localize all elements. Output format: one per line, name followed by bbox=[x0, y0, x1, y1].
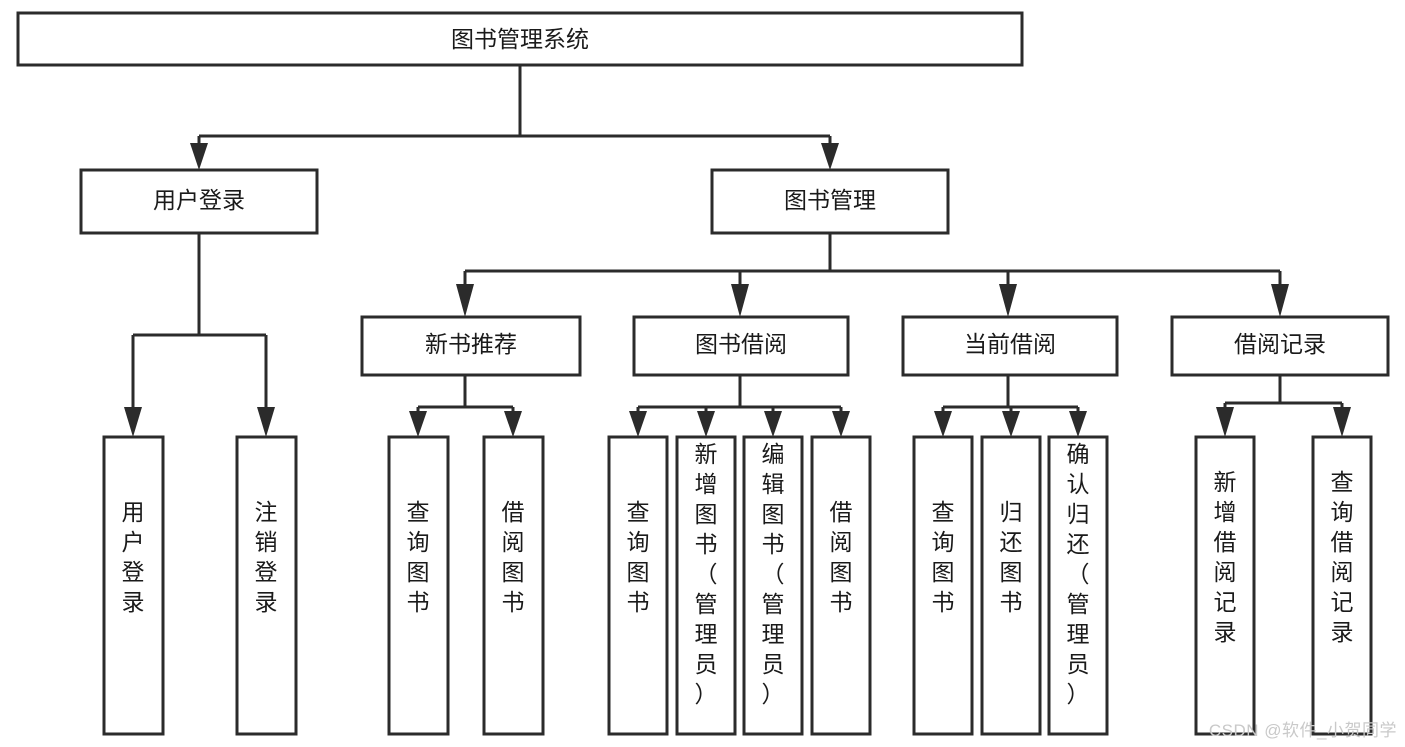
leaf-node-10-box[interactable] bbox=[980, 435, 1042, 736]
node-record-box[interactable] bbox=[1170, 315, 1390, 377]
leaf-node-2-label: 注销登录 bbox=[255, 499, 278, 615]
leaf-node-9-label: 查询图书 bbox=[932, 499, 955, 615]
leaf-node-4-box[interactable] bbox=[482, 435, 545, 736]
leaf-node-12-box[interactable] bbox=[1194, 435, 1256, 736]
leaf-node-1[interactable]: 用户登录 bbox=[102, 435, 165, 736]
leaf-node-13-box[interactable] bbox=[1311, 435, 1373, 736]
leaf-node-3[interactable]: 查询图书 bbox=[387, 435, 450, 736]
node-current-label: 当前借阅 bbox=[964, 331, 1056, 357]
arrow-head-leaf-3 bbox=[409, 411, 427, 437]
node-newbook-box[interactable] bbox=[360, 315, 582, 377]
arrow-head-current bbox=[999, 284, 1017, 317]
leaf-node-2[interactable]: 注销登录 bbox=[235, 435, 298, 736]
arrow-head-leaf-8 bbox=[832, 411, 850, 437]
leaf-node-12-label: 新增借阅记录 bbox=[1214, 469, 1237, 645]
leaf-node-3-box[interactable] bbox=[387, 435, 450, 736]
node-bookmgmt-box[interactable] bbox=[710, 168, 950, 235]
leaf-node-9-box[interactable] bbox=[912, 435, 974, 736]
leaf-node-9[interactable]: 查询图书 bbox=[912, 435, 974, 736]
arrow-head-leaf-12 bbox=[1216, 407, 1234, 437]
leaf-node-1-label: 用户登录 bbox=[122, 499, 145, 615]
arrow-head-record bbox=[1271, 284, 1289, 317]
arrow-head-leaf-6 bbox=[697, 411, 715, 437]
arrow-head-leaf-4 bbox=[504, 411, 522, 437]
leaf-node-6-label: 新增图书（管理员） bbox=[695, 441, 718, 707]
leaf-node-8-box[interactable] bbox=[810, 435, 872, 736]
node-newbook[interactable]: 新书推荐 bbox=[360, 315, 582, 377]
leaf-node-8-label: 借阅图书 bbox=[830, 499, 853, 615]
node-record-label: 借阅记录 bbox=[1234, 331, 1326, 357]
leaf-node-4[interactable]: 借阅图书 bbox=[482, 435, 545, 736]
leaf-node-4-label: 借阅图书 bbox=[502, 499, 525, 615]
arrow-head-leaf-5 bbox=[629, 411, 647, 437]
node-bookmgmt-label: 图书管理 bbox=[784, 187, 876, 213]
arrow-head-leaf-10 bbox=[1002, 411, 1020, 437]
arrow-head-leaf-1 bbox=[124, 407, 142, 437]
arrow-head-leaf-13 bbox=[1333, 407, 1351, 437]
leaf-node-5-box[interactable] bbox=[607, 435, 669, 736]
node-record[interactable]: 借阅记录 bbox=[1170, 315, 1390, 377]
arrow-head-leaf-9 bbox=[934, 411, 952, 437]
arrow-head-leaf-11 bbox=[1069, 411, 1087, 437]
arrow-head-leaf-7 bbox=[764, 411, 782, 437]
node-login-label: 用户登录 bbox=[153, 187, 245, 213]
leaf-node-3-label: 查询图书 bbox=[407, 499, 430, 615]
leaf-node-2-box[interactable] bbox=[235, 435, 298, 736]
node-login-box[interactable] bbox=[79, 168, 319, 235]
node-root-label: 图书管理系统 bbox=[451, 26, 589, 52]
node-newbook-label: 新书推荐 bbox=[425, 331, 517, 357]
arrow-head-borrow bbox=[731, 284, 749, 317]
arrow-head-leaf-2 bbox=[257, 407, 275, 437]
arrow-head-newbook bbox=[456, 284, 474, 317]
leaf-node-13-label: 查询借阅记录 bbox=[1331, 469, 1354, 645]
node-borrow-box[interactable] bbox=[632, 315, 850, 377]
leaf-node-8[interactable]: 借阅图书 bbox=[810, 435, 872, 736]
leaf-node-11-label: 确认归还（管理员） bbox=[1067, 441, 1090, 707]
leaf-node-10-label: 归还图书 bbox=[1000, 499, 1023, 615]
leaf-node-10[interactable]: 归还图书 bbox=[980, 435, 1042, 736]
connector-layer bbox=[124, 65, 1351, 437]
arrow-head-bookmgmt bbox=[821, 143, 839, 170]
node-root-box[interactable] bbox=[16, 11, 1024, 67]
node-borrow[interactable]: 图书借阅 bbox=[632, 315, 850, 377]
leaf-node-1-box[interactable] bbox=[102, 435, 165, 736]
csdn-watermark: CSDN @软件_小贺同学 bbox=[1208, 721, 1397, 740]
leaf-node-7[interactable]: 编辑图书（管理员） bbox=[742, 435, 804, 736]
node-login[interactable]: 用户登录 bbox=[79, 168, 319, 235]
leaf-node-11-box[interactable] bbox=[1047, 435, 1109, 736]
leaf-node-13[interactable]: 查询借阅记录 bbox=[1311, 435, 1373, 736]
node-current[interactable]: 当前借阅 bbox=[901, 315, 1119, 377]
node-root[interactable]: 图书管理系统 bbox=[16, 11, 1024, 67]
leaf-node-7-box[interactable] bbox=[742, 435, 804, 736]
leaf-node-5[interactable]: 查询图书 bbox=[607, 435, 669, 736]
leaf-node-6-box[interactable] bbox=[675, 435, 737, 736]
leaf-node-5-label: 查询图书 bbox=[627, 499, 650, 615]
node-borrow-label: 图书借阅 bbox=[695, 331, 787, 357]
node-current-box[interactable] bbox=[901, 315, 1119, 377]
node-bookmgmt[interactable]: 图书管理 bbox=[710, 168, 950, 235]
leaf-node-7-label: 编辑图书（管理员） bbox=[762, 441, 785, 707]
arrow-head-login bbox=[190, 143, 208, 170]
leaf-node-6[interactable]: 新增图书（管理员） bbox=[675, 435, 737, 736]
leaf-node-11[interactable]: 确认归还（管理员） bbox=[1047, 435, 1109, 736]
leaf-node-12[interactable]: 新增借阅记录 bbox=[1194, 435, 1256, 736]
